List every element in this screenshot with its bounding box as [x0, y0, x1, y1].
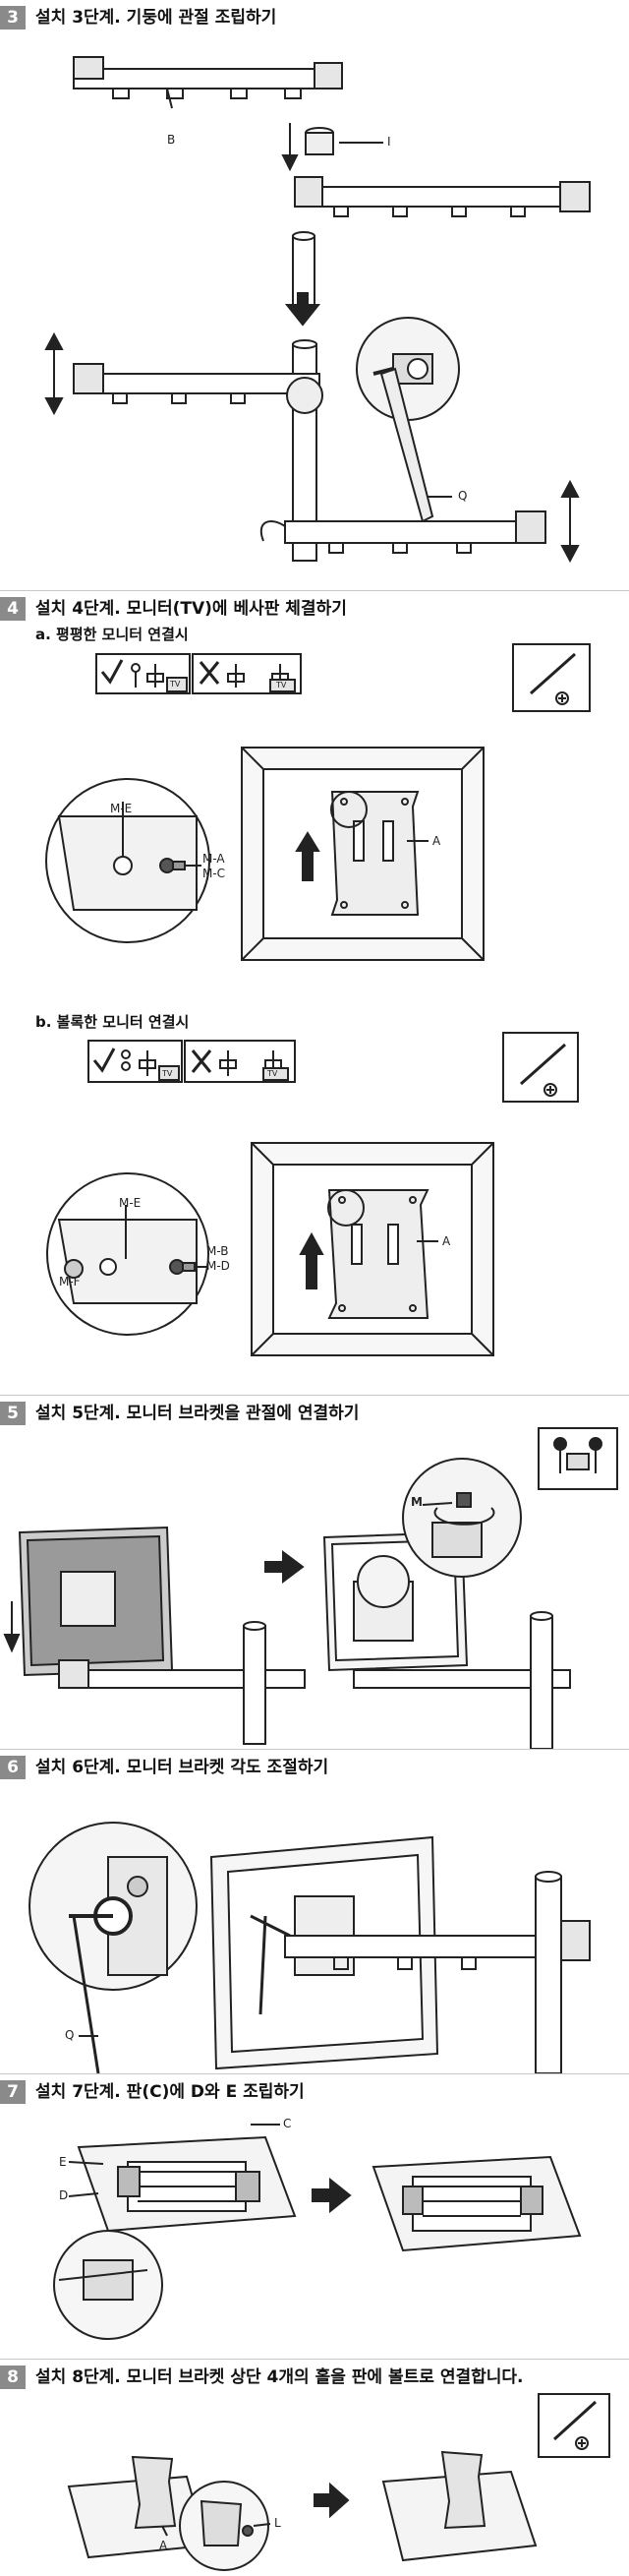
section-step-8: 8 설치 8단계. 모니터 브라켓 상단 4개의 홀을 판에 볼트로 연결합니다… [0, 2359, 629, 2576]
step-6-illustration [29, 1822, 591, 2074]
section-step-3: 3 설치 3단계. 기둥에 관절 조립하기 [0, 0, 629, 590]
part-label-e: E [59, 2155, 67, 2169]
part-label-d: D [59, 2188, 69, 2202]
part-label-a: A [159, 2539, 168, 2552]
step-number-badge: 5 [0, 1402, 26, 1425]
part-label-q: Q [458, 489, 468, 503]
subsection-title-flat: a. 평평한 모니터 연결시 [35, 626, 189, 643]
part-label-a: A [442, 1234, 451, 1248]
step-number-badge: 3 [0, 6, 26, 30]
step-title: 설치 8단계. 모니터 브라켓 상단 4개의 홀을 판에 볼트로 연결합니다. [35, 2367, 524, 2387]
flat-monitor-illustration [45, 643, 591, 961]
step-8-illustration [67, 2393, 610, 2571]
part-label-i: I [387, 135, 391, 149]
part-label-c: C [283, 2117, 292, 2130]
tv-label: TV [276, 681, 287, 689]
step-header: 5 설치 5단계. 모니터 브라켓을 관절에 연결하기 [0, 1395, 629, 1425]
step-number-badge: 4 [0, 597, 26, 621]
step-number-badge: 8 [0, 2366, 26, 2389]
part-label-m-f: M-F [59, 1275, 81, 1288]
step-number-badge: 7 [0, 2080, 26, 2104]
step-title: 설치 4단계. 모니터(TV)에 베사판 체결하기 [35, 599, 347, 619]
step-header: 8 설치 8단계. 모니터 브라켓 상단 4개의 홀을 판에 볼트로 연결합니다… [0, 2359, 629, 2389]
part-label-m-e: M-E [110, 802, 133, 815]
part-label-m-a: M-A [202, 852, 225, 866]
step-7-illustration [53, 2124, 582, 2340]
part-label-l: L [274, 2516, 281, 2530]
tv-label: TV [170, 680, 181, 689]
step-title: 설치 5단계. 모니터 브라켓을 관절에 연결하기 [35, 1404, 360, 1423]
part-label-m: M [411, 1495, 423, 1509]
section-step-7: 7 설치 7단계. 판(C)에 D와 E 조립하기 [0, 2073, 629, 2359]
step-5-illustration [3, 1427, 618, 1750]
part-label-q: Q [65, 2028, 75, 2042]
part-label-m-e: M-E [119, 1196, 142, 1210]
step-title: 설치 6단계. 모니터 브라켓 각도 조절하기 [35, 1758, 329, 1777]
tv-label: TV [267, 1069, 278, 1078]
tv-label: TV [162, 1069, 173, 1078]
part-label-a: A [432, 834, 441, 848]
step-title: 설치 7단계. 판(C)에 D와 E 조립하기 [35, 2082, 305, 2102]
step-3-illustration [44, 56, 591, 564]
step-header: 4 설치 4단계. 모니터(TV)에 베사판 체결하기 [0, 590, 629, 621]
section-step-4: 4 설치 4단계. 모니터(TV)에 베사판 체결하기 a. 평평한 모니터 연… [0, 590, 629, 1395]
part-label-m-d: M-D [206, 1259, 230, 1273]
subsection-title-curved: b. 볼록한 모니터 연결시 [35, 1013, 190, 1031]
step-title: 설치 3단계. 기둥에 관절 조립하기 [35, 8, 277, 28]
step-header: 7 설치 7단계. 판(C)에 D와 E 조립하기 [0, 2073, 629, 2104]
part-label-m-b: M-B [206, 1244, 229, 1258]
part-label-b: B [167, 133, 176, 147]
section-step-6: 6 설치 6단계. 모니터 브라켓 각도 조절하기 [0, 1749, 629, 2074]
section-step-5: 5 설치 5단계. 모니터 브라켓을 관절에 연결하기 [0, 1395, 629, 1750]
part-label-m-c: M-C [202, 867, 226, 880]
step-header: 3 설치 3단계. 기둥에 관절 조립하기 [0, 0, 629, 30]
curved-monitor-illustration [46, 1032, 579, 1356]
step-header: 6 설치 6단계. 모니터 브라켓 각도 조절하기 [0, 1749, 629, 1779]
step-number-badge: 6 [0, 1756, 26, 1779]
